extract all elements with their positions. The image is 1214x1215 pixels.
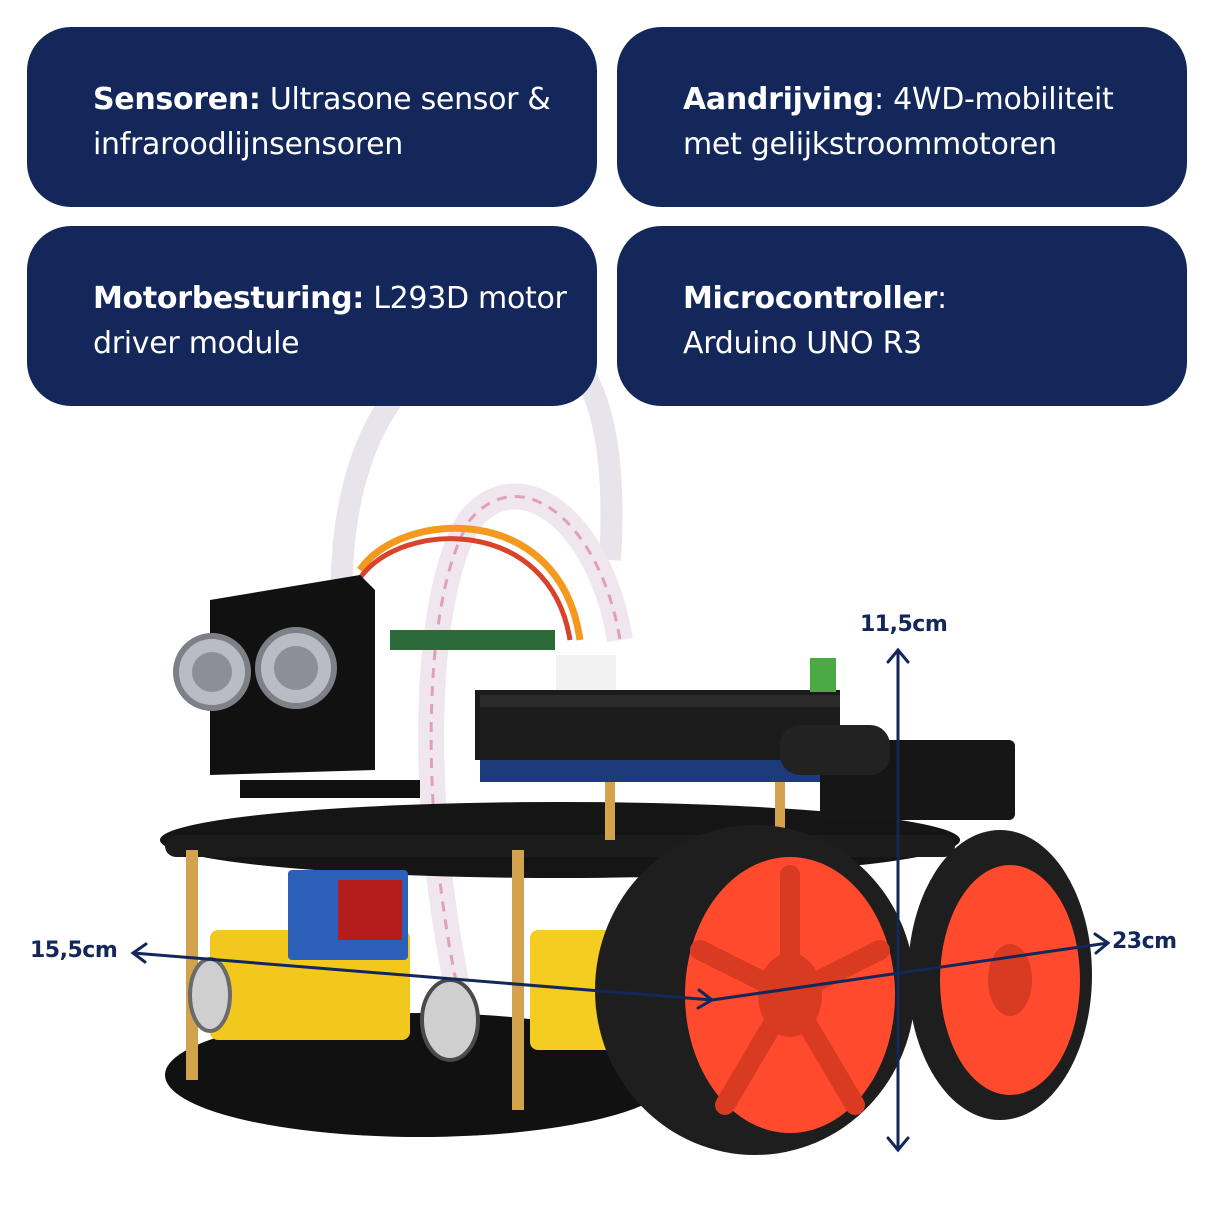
power-jack — [780, 725, 890, 775]
card-label: Sensoren: — [93, 82, 261, 117]
feature-card-motor-control: Motorbesturing: L293D motor driver modul… — [27, 226, 597, 406]
card-label: Motorbesturing: — [93, 281, 364, 316]
card-colon: : — [937, 281, 947, 316]
feature-card-sensors: Sensoren: Ultrasone sensor & infraroodli… — [27, 27, 597, 207]
sensor-base — [240, 780, 420, 798]
card-text: Arduino UNO R3 — [683, 326, 922, 361]
standoff — [186, 850, 198, 1080]
card-label: Microcontroller — [683, 281, 938, 316]
feature-card-microcontroller: Microcontroller: Arduino UNO R3 — [617, 226, 1187, 406]
card-text: L293D motor driver module — [93, 281, 567, 361]
dimension-height-label: 11,5cm — [860, 612, 948, 637]
servo-label — [338, 880, 402, 940]
card-colon: : — [874, 82, 884, 117]
dimension-arrows — [130, 647, 1111, 1153]
dimension-length-label: 15,5cm — [30, 938, 118, 963]
card-text: Ultrasone sensor & infraroodlijnsensoren — [93, 82, 551, 162]
bluetooth-module — [390, 630, 555, 650]
servo-wire-2 — [357, 536, 573, 641]
standoff — [605, 780, 615, 840]
card-label: Aandrijving — [683, 82, 875, 117]
standoff — [775, 780, 785, 840]
side-encoder-wheel — [420, 978, 480, 1062]
arduino-board — [480, 760, 840, 782]
side-encoder-wheel — [188, 957, 232, 1033]
card-text: 4WD-mobiliteit met gelijkstroommotoren — [683, 82, 1114, 162]
dimension-width-label: 23cm — [1112, 929, 1177, 954]
green-terminal — [810, 658, 836, 692]
servo-wire — [357, 524, 584, 641]
header-pins — [480, 695, 840, 707]
ribbon-cable-stripe — [429, 494, 622, 1001]
standoff — [512, 850, 524, 1110]
white-connector — [556, 655, 616, 690]
feature-card-drive: Aandrijving: 4WD-mobiliteit met gelijkst… — [617, 27, 1187, 207]
